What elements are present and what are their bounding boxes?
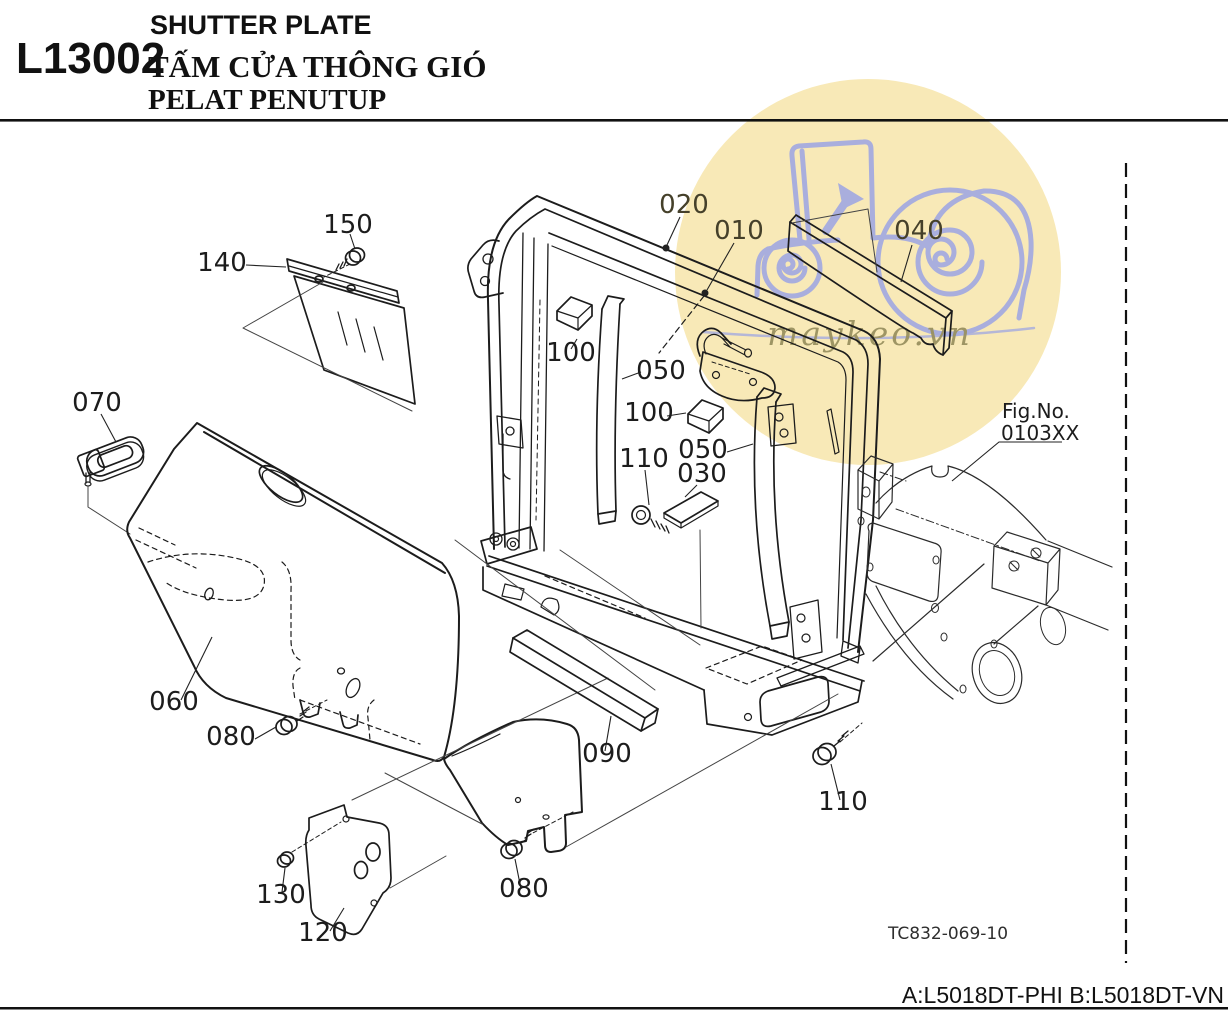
part-120-bracket	[304, 804, 392, 936]
callout-010: 010	[714, 216, 764, 246]
leader-dot-020	[662, 244, 670, 252]
callout-100-lower: 100	[624, 398, 674, 428]
part-140-hinge-flap	[242, 258, 416, 412]
callout-080-left: 080	[206, 722, 256, 752]
part-130-screw	[276, 821, 342, 868]
callout-110-right: 110	[818, 787, 868, 817]
part-090-bar	[509, 629, 659, 732]
callout-050-upper: 050	[636, 356, 686, 386]
part-050-strip-left	[595, 295, 625, 525]
part-010-020-frame	[467, 195, 881, 664]
part-030-plate	[663, 491, 719, 629]
watermark-circle	[675, 79, 1061, 465]
leader-dot-010	[701, 289, 709, 297]
callout-100-upper: 100	[546, 338, 596, 368]
part-150-bolt	[323, 247, 366, 278]
callout-080-bottom: 080	[499, 874, 549, 904]
callout-110-center: 110	[619, 444, 669, 474]
footer: A:L5018DT-PHI B:L5018DT-VN	[0, 982, 1228, 1010]
title-indonesian: PELAT PENUTUP	[148, 84, 386, 116]
references: Fig.No. 0103XX TC832-069-10	[887, 163, 1128, 963]
part-110-bolt-right	[812, 722, 863, 766]
callout-020: 020	[659, 190, 709, 220]
model-codes: A:L5018DT-PHI B:L5018DT-VN	[902, 982, 1224, 1008]
drawing-number: TC832-069-10	[887, 924, 1008, 944]
callout-120: 120	[298, 918, 348, 948]
part-050-strip-right	[753, 387, 790, 640]
part-080-bolt-bottom	[500, 811, 574, 860]
part-080-bolt-left	[275, 699, 328, 736]
title-english: SHUTTER PLATE	[150, 10, 372, 40]
part-070-handle	[76, 436, 145, 535]
figure-code: L13002	[16, 34, 165, 83]
callout-070: 070	[72, 388, 122, 418]
callout-leader-lines	[100, 216, 1062, 932]
fig-ref-label: Fig.No.	[1002, 399, 1070, 423]
header: L13002 SHUTTER PLATE TẤM CỬA THÔNG GIÓ P…	[0, 10, 1228, 122]
engine-reference-sketch	[857, 455, 1113, 705]
callout-050-lower: 050	[678, 435, 728, 465]
footer-rule	[0, 1007, 1228, 1010]
callout-140: 140	[197, 248, 247, 278]
callout-090: 090	[582, 739, 632, 769]
callout-130: 130	[256, 880, 306, 910]
part-060-cover	[126, 422, 583, 853]
frame-base-tray	[351, 526, 865, 889]
callout-150: 150	[323, 210, 373, 240]
part-100-clip-lower	[687, 399, 724, 434]
part-110-bolt-center	[631, 505, 670, 534]
title-vietnamese: TẤM CỬA THÔNG GIÓ	[148, 48, 486, 84]
part-100-clip-upper	[556, 296, 593, 331]
part-040-bar	[787, 208, 953, 356]
fig-ref-number: 0103XX	[1001, 421, 1080, 445]
callout-060: 060	[149, 687, 199, 717]
callout-040: 040	[894, 216, 944, 246]
header-rule	[0, 119, 1228, 122]
callout-030: 030	[677, 459, 727, 489]
